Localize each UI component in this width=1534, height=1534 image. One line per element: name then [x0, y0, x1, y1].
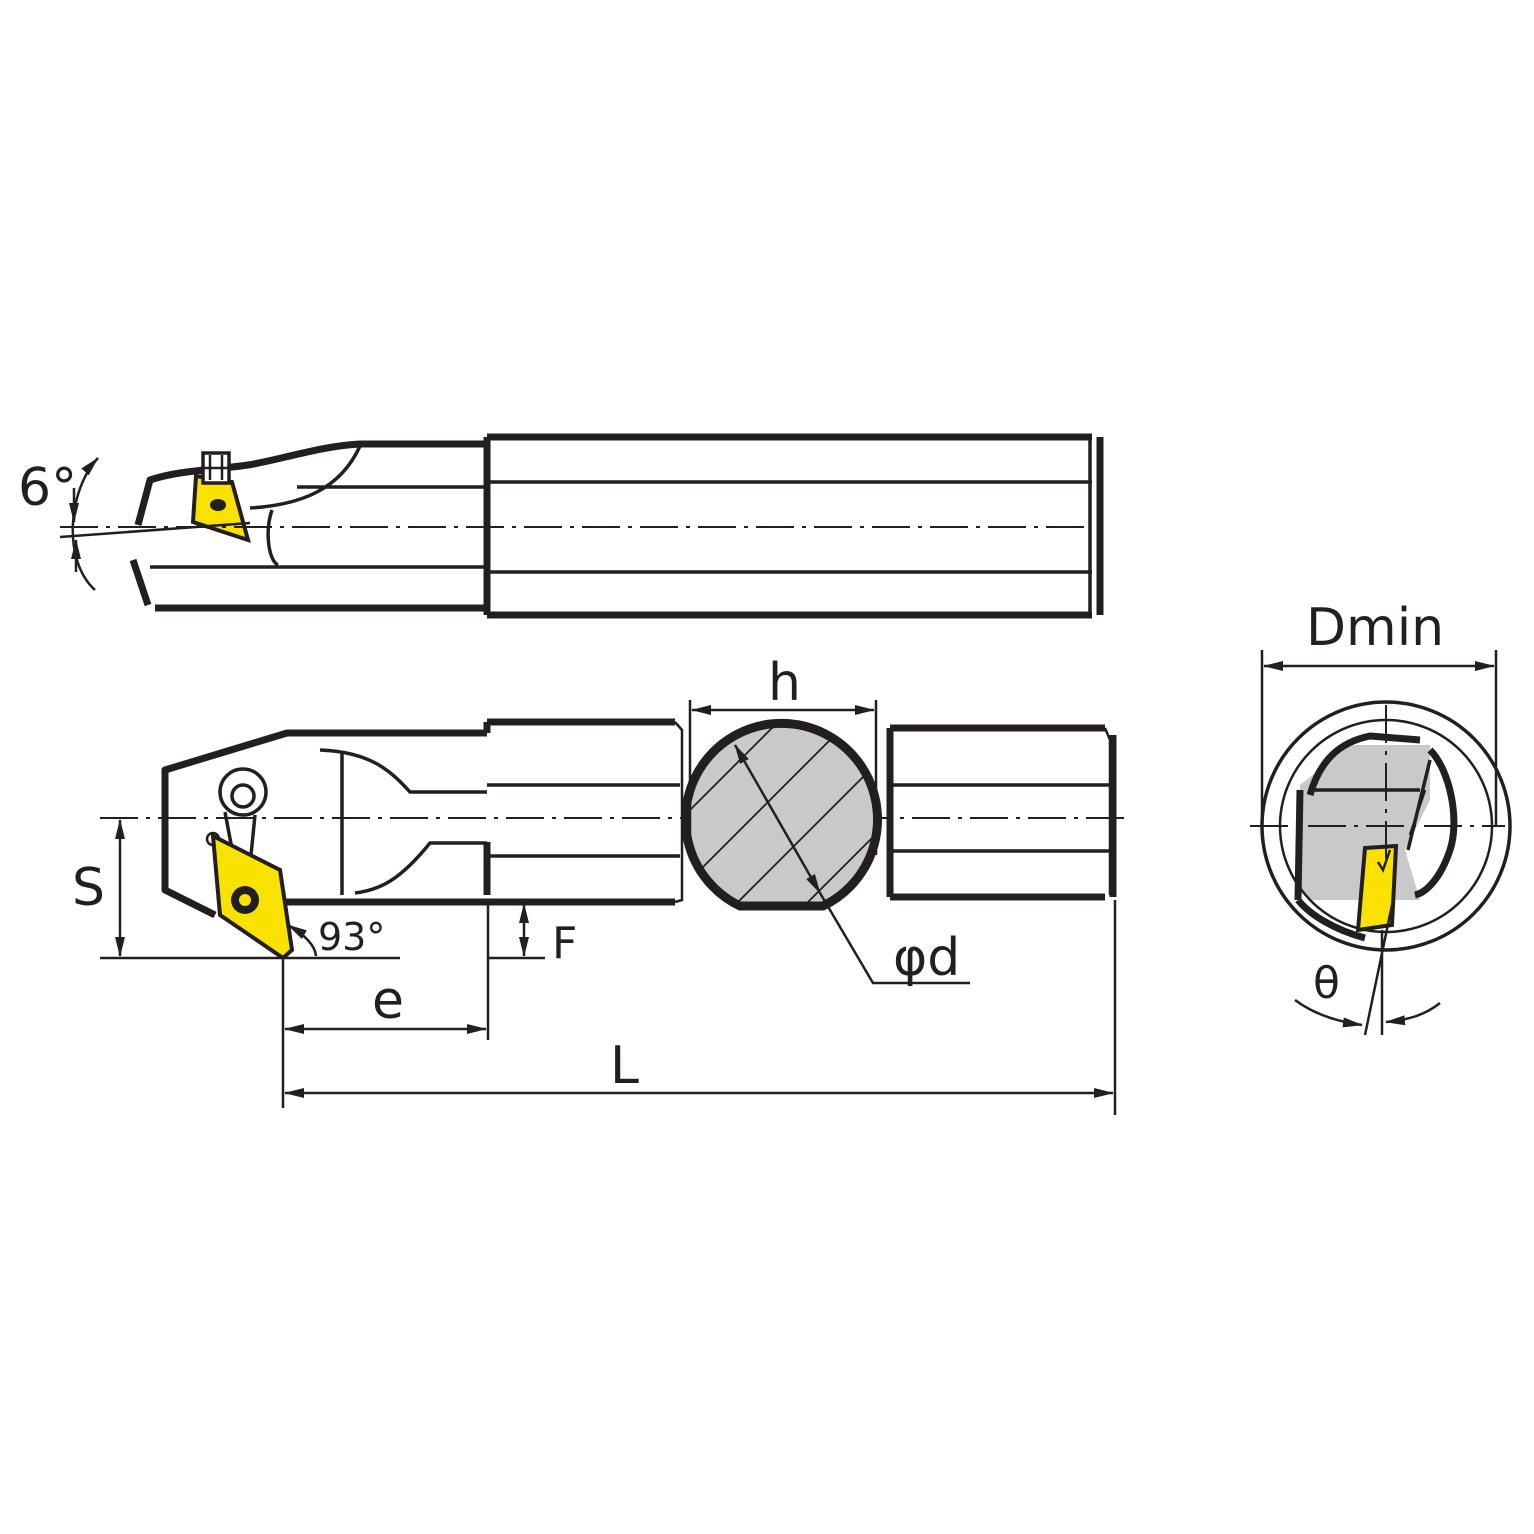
- diameter-leader: [818, 892, 970, 985]
- l-label: L: [610, 1036, 639, 1096]
- theta-arc-right: [1385, 1002, 1441, 1026]
- diameter-label: φd: [893, 928, 960, 988]
- end-view: Dmin θ: [1250, 598, 1512, 1036]
- theta-lines: [1363, 904, 1394, 1036]
- f-label: F: [552, 918, 577, 969]
- end-shank-outline: [1294, 732, 1421, 942]
- h-extension-lines: [688, 700, 878, 858]
- angle-6-arc: [71, 457, 99, 591]
- side-shank-right: [886, 724, 1105, 901]
- diameter-dim-line: [733, 744, 822, 894]
- top-head-bottom: [129, 558, 487, 612]
- top-head-outline: [134, 440, 487, 526]
- end-slot: [1408, 789, 1427, 836]
- dmin-extension-lines: [1260, 650, 1498, 826]
- theta-arc-left: [1294, 998, 1363, 1028]
- side-shank-right-break: [1103, 727, 1112, 895]
- angle-93-arc: [287, 923, 318, 957]
- s-label: S: [72, 858, 105, 918]
- top-clamp-screw-lines: [203, 455, 229, 480]
- side-view: φd h S 93° F e L: [72, 653, 1125, 1115]
- side-clamp-screw: [218, 767, 268, 817]
- dmin-label: Dmin: [1306, 598, 1444, 658]
- side-clamp-screw-head: [230, 783, 256, 809]
- end-insert-detail: [1376, 849, 1392, 873]
- top-insert-hole: [210, 499, 226, 511]
- top-shank-flats: [487, 437, 1092, 615]
- top-angle-line: [59, 521, 251, 539]
- end-shank-arc-right: [1413, 747, 1458, 899]
- theta-label: θ: [1313, 958, 1340, 1009]
- e-extension-lines: [281, 902, 490, 1108]
- angle-6-label: 6°: [18, 458, 77, 518]
- e-label: e: [372, 971, 404, 1031]
- side-shank-right-flats: [890, 783, 1110, 853]
- side-neck-groove: [319, 748, 487, 895]
- top-neck-lines: [150, 445, 487, 569]
- end-shank-fill: [1300, 745, 1430, 900]
- bar-cross-section: [681, 718, 882, 911]
- side-shank-flats: [487, 783, 680, 858]
- side-shank-left: [483, 718, 675, 906]
- side-insert-hole-inner: [239, 894, 251, 906]
- angle-93-label: 93°: [318, 915, 385, 959]
- side-shank-left-break: [674, 721, 684, 904]
- top-view: 6°: [18, 433, 1104, 619]
- h-label: h: [768, 653, 801, 713]
- side-head-outline: [161, 729, 487, 919]
